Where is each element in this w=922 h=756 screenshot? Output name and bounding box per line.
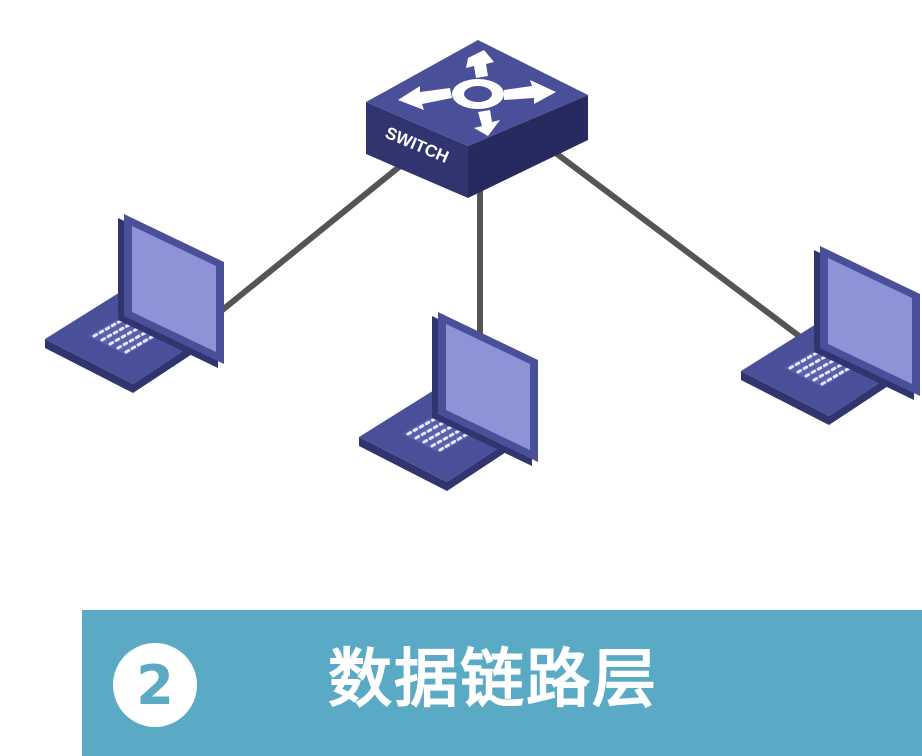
step-badge: 2 — [113, 643, 197, 727]
step-number: 2 — [136, 654, 174, 717]
cable-right — [542, 142, 818, 351]
banner-title: 数据链路层 — [328, 643, 658, 717]
laptop-icon — [357, 310, 540, 493]
network-arrows-icon — [398, 50, 556, 136]
layer-banner: 2 数据链路层 — [82, 610, 922, 756]
cable-left — [207, 147, 423, 323]
laptop-icon — [43, 212, 226, 395]
network-diagram: SWITCH — [43, 40, 922, 493]
switch-icon: SWITCH — [366, 40, 588, 198]
laptop-icon — [739, 244, 922, 427]
network-cables — [207, 142, 818, 351]
